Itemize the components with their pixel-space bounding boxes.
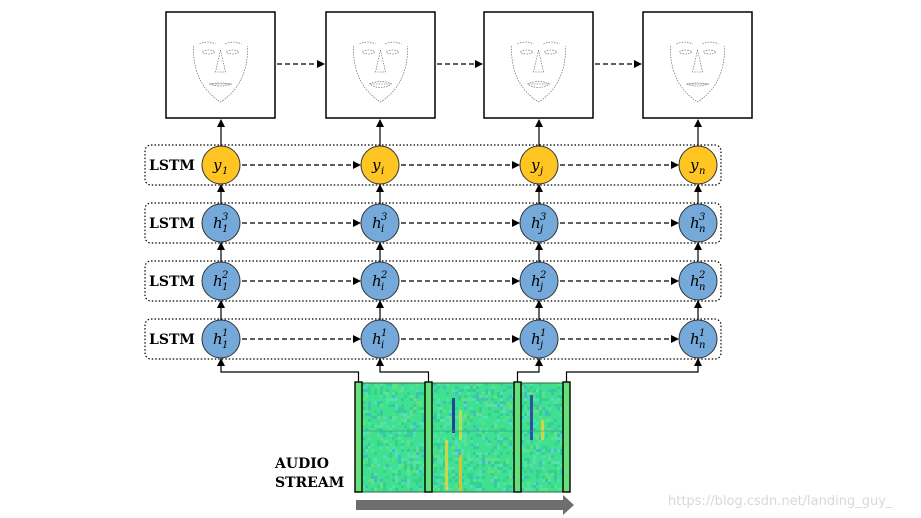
node-subscript: j xyxy=(538,340,543,351)
node-subscript: 1 xyxy=(222,340,228,351)
audio-spectrogram xyxy=(356,383,570,492)
face-landmarks xyxy=(193,41,248,103)
lstm-row-label: LSTM xyxy=(149,158,195,174)
node-symbol: h xyxy=(690,214,700,232)
node-subscript: i xyxy=(381,224,384,235)
node-symbol: y xyxy=(530,156,540,174)
lstm-row-box xyxy=(144,202,722,244)
node-symbol: y xyxy=(212,156,222,174)
node-symbol: y xyxy=(689,156,699,174)
node-subscript: n xyxy=(699,166,705,177)
node-superscript: 3 xyxy=(699,212,705,223)
watermark: https://blog.csdn.net/landing_guy_ xyxy=(668,494,893,509)
node-superscript: 1 xyxy=(222,328,228,339)
lstm-row-boxes xyxy=(144,144,722,360)
face-landmarks xyxy=(670,41,725,103)
node-subscript: i xyxy=(381,166,384,177)
audio-input-arrow xyxy=(565,358,702,382)
node-symbol: h xyxy=(531,330,541,348)
node-superscript: 2 xyxy=(539,270,546,281)
node-superscript: 2 xyxy=(698,270,705,281)
audio-window xyxy=(424,381,433,493)
face-frame xyxy=(325,11,436,119)
node-symbol: h xyxy=(213,272,223,290)
face-landmarks xyxy=(353,41,408,103)
audio-input-arrow xyxy=(376,358,430,382)
node-symbol: h xyxy=(372,330,382,348)
face-frames xyxy=(165,11,753,119)
node-superscript: 2 xyxy=(221,270,228,281)
node-subscript: 1 xyxy=(222,166,228,177)
node-symbol: h xyxy=(213,330,223,348)
node-superscript: 2 xyxy=(380,270,387,281)
node-superscript: 1 xyxy=(381,328,387,339)
audio-input-arrow xyxy=(217,358,360,382)
node-symbol: y xyxy=(371,156,381,174)
node-superscript: 1 xyxy=(699,328,705,339)
lstm-row-label: LSTM xyxy=(149,216,195,232)
recurrent-connections xyxy=(242,161,679,343)
node-symbol: h xyxy=(531,214,541,232)
face-landmarks xyxy=(511,41,566,103)
node-subscript: n xyxy=(699,282,705,293)
lstm-row-labels: LSTM LSTM LSTM LSTM xyxy=(149,158,195,348)
face-frame xyxy=(165,11,276,119)
node-symbol: h xyxy=(372,214,382,232)
node-subscript: j xyxy=(538,166,543,177)
node-superscript: 3 xyxy=(381,212,387,223)
audio-label-line2: STREAM xyxy=(275,475,344,491)
face-frame xyxy=(642,11,753,119)
face-frame xyxy=(483,11,594,119)
audio-label-line1: AUDIO xyxy=(274,456,329,472)
lstm-row-box xyxy=(144,260,722,302)
audio-window xyxy=(562,381,571,493)
node-subscript: i xyxy=(381,340,384,351)
node-subscript: i xyxy=(381,282,384,293)
audio-window xyxy=(354,381,363,493)
node-subscript: j xyxy=(538,282,543,293)
node-subscript: j xyxy=(538,224,543,235)
node-symbol: h xyxy=(690,272,700,290)
vertical-connections xyxy=(217,119,702,320)
node-superscript: 1 xyxy=(540,328,546,339)
node-superscript: 3 xyxy=(222,212,228,223)
node-symbol: h xyxy=(690,330,700,348)
node-subscript: 1 xyxy=(222,282,228,293)
node-symbol: h xyxy=(531,272,541,290)
audio-window xyxy=(513,381,522,493)
node-superscript: 3 xyxy=(540,212,546,223)
lstm-row-label: LSTM xyxy=(149,274,195,290)
audio-windows xyxy=(354,381,571,493)
node-symbol: h xyxy=(213,214,223,232)
node-subscript: n xyxy=(699,224,705,235)
node-symbol: h xyxy=(372,272,382,290)
audio-input-connections xyxy=(217,358,702,382)
time-direction-arrow xyxy=(356,495,574,515)
node-subscript: 1 xyxy=(222,224,228,235)
lstm-row-label: LSTM xyxy=(149,332,195,348)
lstm-row-box xyxy=(144,144,722,186)
audio-input-arrow xyxy=(516,358,543,382)
lstm-row-box xyxy=(144,318,722,360)
node-subscript: n xyxy=(699,340,705,351)
